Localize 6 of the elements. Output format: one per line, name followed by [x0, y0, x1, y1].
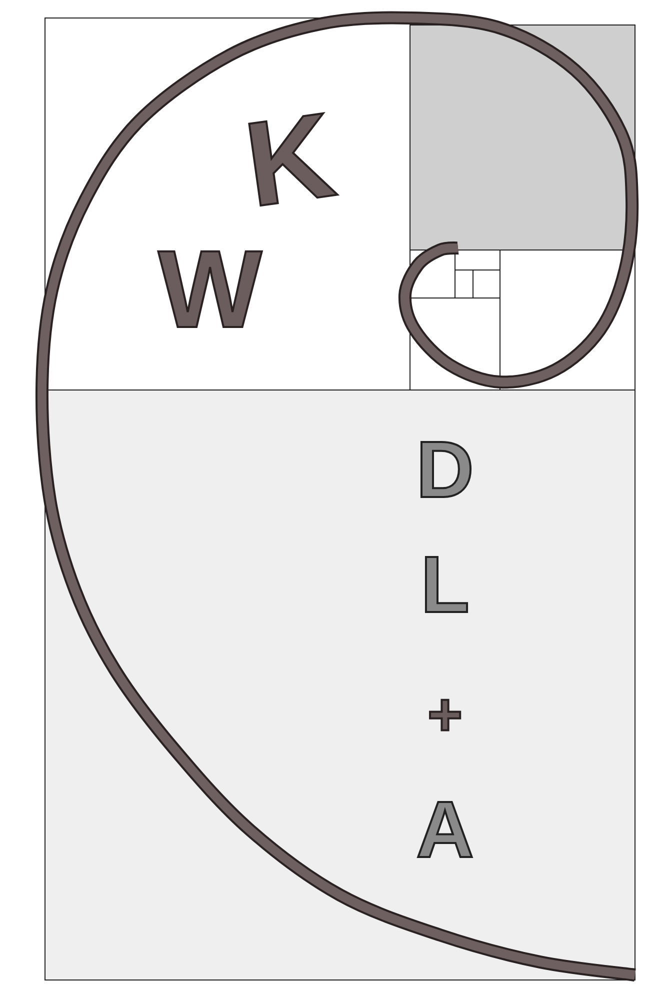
- spiral-letter: A: [416, 790, 474, 870]
- spiral-letter: K: [238, 94, 342, 226]
- spiral-letter: +: [427, 685, 463, 745]
- spiral-letter: D: [416, 430, 474, 510]
- spiral-letter: W: [158, 235, 262, 345]
- spiral-letter: L: [420, 545, 470, 625]
